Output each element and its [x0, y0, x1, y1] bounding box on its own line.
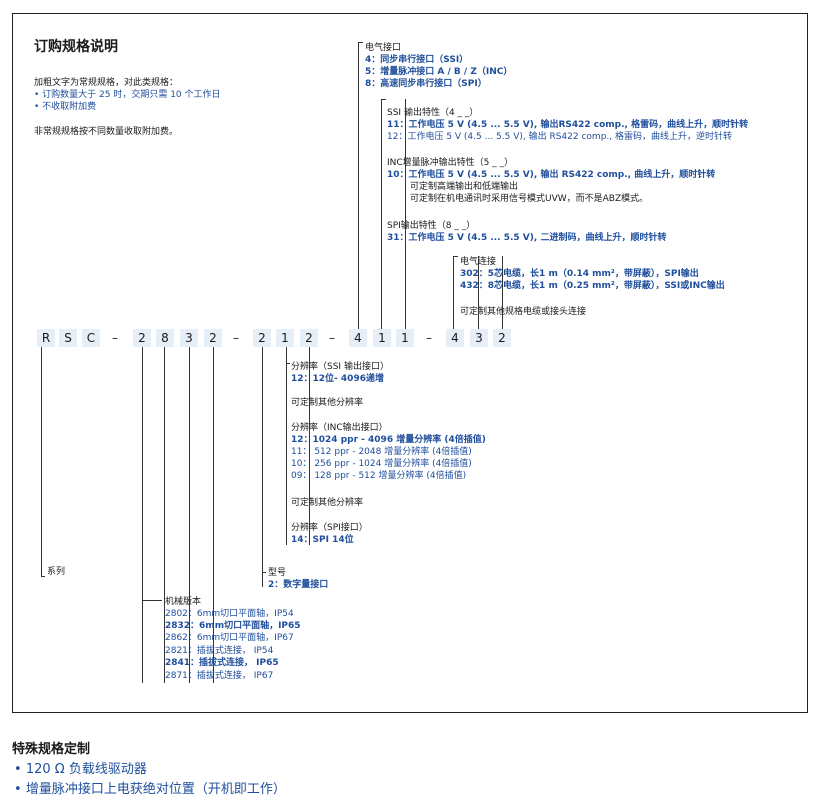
code-dash: – [329, 331, 335, 345]
spi-item-31: 31：工作电压 5 V (4.5 ... 5.5 V), 二进制码，曲线上升，顺… [387, 233, 667, 243]
resolution-spi-item: 14：SPI 14位 [291, 535, 354, 545]
electrical-interface-item-8: 8：高速同步串行接口（SPI） [365, 79, 487, 89]
code-dash: – [112, 331, 118, 345]
connector-line [358, 42, 363, 43]
code-char: S [59, 329, 77, 347]
special-item-2: • 增量脉冲接口上电获绝对位置（开机即工作） [14, 782, 286, 797]
connector-line [142, 347, 143, 683]
code-char: R [37, 329, 55, 347]
connector-line [286, 363, 290, 364]
mechanical-item-2862: 2862：6mm切口平面轴，IP67 [165, 633, 294, 643]
connector-line [502, 256, 503, 329]
inc-item-10: 10：工作电压 5 V (4.5 ... 5.5 V), 输出 RS422 co… [387, 170, 716, 180]
connector-line [189, 347, 190, 683]
code-char: 2 [253, 329, 271, 347]
code-char: 2 [300, 329, 318, 347]
inc-note-1: 可定制高端输出和低端输出 [410, 182, 519, 192]
connector-line [309, 347, 310, 545]
ssi-heading: SSI 输出特性（4 _ _） [387, 108, 479, 118]
code-char: 1 [276, 329, 294, 347]
series-label: 系列 [47, 567, 66, 577]
model-heading: 型号 [268, 568, 287, 578]
electrical-interface-item-5: 5：增量脉冲接口 A / B / Z（INC） [365, 67, 513, 77]
page-title: 订购规格说明 [34, 39, 118, 55]
mechanical-item-2832: 2832：6mm切口平面轴，IP65 [165, 621, 301, 631]
connector-line [381, 99, 382, 329]
note-extra: 非常规规格按不同数量收取附加费。 [34, 127, 179, 137]
spi-heading: SPI输出特性（8 _ _） [387, 221, 476, 231]
code-char: 8 [156, 329, 174, 347]
connector-line [405, 99, 406, 329]
mechanical-item-2871: 2871：插拔式连接， IP67 [165, 671, 274, 681]
mechanical-item-2841: 2841：插拔式连接， IP65 [165, 658, 279, 668]
resolution-custom-1: 可定制其他分辨率 [291, 398, 364, 408]
mechanical-item-2821: 2821：插拔式连接， IP54 [165, 646, 274, 656]
code-dash: – [426, 331, 432, 345]
resolution-inc-item-09: 09： 128 ppr - 512 增量分辨率 (4倍插值) [291, 471, 467, 481]
resolution-custom-2: 可定制其他分辨率 [291, 498, 364, 508]
connector-line [41, 576, 45, 577]
note-bullet-1: • 订购数量大于 25 时，交期只需 10 个工作日 [34, 90, 221, 100]
code-char: 3 [470, 329, 488, 347]
resolution-spi-heading: 分辨率（SPI接口） [291, 523, 368, 533]
resolution-ssi-heading: 分辨率（SSI 输出接口） [291, 362, 389, 372]
code-char: 2 [204, 329, 222, 347]
inc-note-2: 可定制在机电通讯时采用信号模式UVW，而不是ABZ模式。 [410, 194, 649, 204]
mechanical-item-2802: 2802：6mm切口平面轴，IP54 [165, 609, 294, 619]
connector-line [453, 256, 458, 257]
connector-line [142, 600, 162, 601]
code-char: C [82, 329, 100, 347]
code-char: 4 [446, 329, 464, 347]
code-char: 1 [396, 329, 414, 347]
note-bullet-2: • 不收取附加费 [34, 102, 97, 112]
electrical-interface-heading: 电气接口 [365, 43, 402, 53]
ssi-item-11: 11：工作电压 5 V (4.5 ... 5.5 V), 输出RS422 com… [387, 120, 749, 130]
inc-heading: INC增量脉冲输出特性（5 _ _） [387, 158, 514, 168]
mechanical-heading: 机械版本 [165, 597, 202, 607]
connector-line [478, 256, 479, 329]
code-char: 2 [493, 329, 511, 347]
resolution-inc-heading: 分辨率（INC输出接口） [291, 423, 388, 433]
connection-item-432: 432：8芯电缆，长1 m（0.25 mm²，带屏蔽），SSI或INC输出 [460, 281, 725, 291]
ssi-item-12: 12：工作电压 5 V (4.5 ... 5.5 V), 输出 RS422 co… [387, 132, 732, 142]
special-title: 特殊规格定制 [12, 742, 91, 757]
connector-line [358, 42, 359, 329]
code-char: 1 [373, 329, 391, 347]
special-item-1: • 120 Ω 负载线驱动器 [14, 762, 147, 777]
connector-line [164, 347, 165, 683]
resolution-inc-item-12: 12：1024 ppr - 4096 增量分辨率 (4倍插值) [291, 435, 486, 445]
connector-line [213, 347, 214, 683]
model-item: 2：数字量接口 [268, 580, 329, 590]
connector-line [381, 99, 386, 100]
note-intro: 加粗文字为常规规格，对此类规格： [34, 78, 179, 88]
electrical-interface-item-4: 4：同步串行接口（SSI） [365, 55, 469, 65]
connector-line [41, 347, 42, 577]
code-char: 2 [133, 329, 151, 347]
code-char: 4 [349, 329, 367, 347]
resolution-inc-item-11: 11： 512 ppr - 2048 增量分辨率 (4倍插值) [291, 447, 472, 457]
connector-line [453, 256, 454, 329]
spec-frame [12, 13, 808, 713]
connector-line [286, 347, 287, 545]
connection-item-302: 302：5芯电缆，长1 m（0.14 mm²，带屏蔽），SPI输出 [460, 269, 699, 279]
connection-note: 可定制其他规格电缆或接头连接 [460, 307, 587, 317]
connector-line [262, 347, 263, 587]
code-char: 3 [180, 329, 198, 347]
connector-line [262, 572, 266, 573]
resolution-inc-item-10: 10： 256 ppr - 1024 增量分辨率 (4倍插值) [291, 459, 472, 469]
resolution-ssi-item: 12：12位- 4096递增 [291, 374, 384, 384]
code-dash: – [233, 331, 239, 345]
